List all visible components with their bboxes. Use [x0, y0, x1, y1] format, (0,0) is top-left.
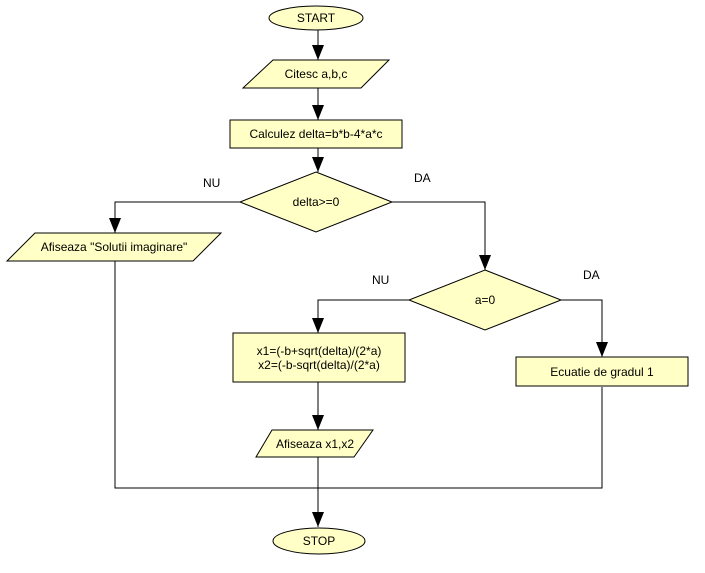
compute-roots-line1: x1=(-b+sqrt(delta)/(2*a)	[257, 344, 382, 358]
edge-a-no	[317, 299, 409, 333]
edge-imaginary-merge	[114, 261, 603, 489]
arrow-head	[596, 342, 608, 357]
edge-a-yes	[561, 299, 603, 357]
arrow-head	[109, 218, 121, 233]
arrow-head	[312, 45, 324, 60]
start-node: START	[268, 5, 364, 31]
start-text: START	[297, 11, 336, 25]
stop-text: STOP	[303, 534, 335, 548]
arrow-head	[312, 415, 324, 430]
decision-a-node: a=0	[407, 269, 563, 331]
arrow-head	[312, 318, 324, 333]
edge-delta-yes	[392, 201, 486, 270]
label-a-no: NU	[372, 273, 389, 287]
show-roots-text: Afiseaza x1,x2	[276, 437, 354, 451]
decision-delta-text: delta>=0	[293, 195, 340, 209]
show-imaginary-node: Afiseaza "Solutii imaginare"	[5, 232, 223, 262]
read-input-text: Citesc a,b,c	[285, 67, 348, 81]
connectors	[109, 30, 608, 527]
compute-delta-text: Calculez delta=b*b-4*a*c	[249, 127, 382, 141]
arrow-head	[312, 512, 324, 527]
arrow-head	[312, 157, 324, 172]
first-degree-node: Ecuatie de gradul 1	[515, 356, 689, 387]
compute-roots-node: x1=(-b+sqrt(delta)/(2*a) x2=(-b-sqrt(del…	[232, 332, 406, 383]
compute-roots-line2: x2=(-b-sqrt(delta)/(2*a)	[258, 358, 380, 372]
decision-a-text: a=0	[475, 293, 496, 307]
first-degree-text: Ecuatie de gradul 1	[550, 365, 654, 379]
stop-node: STOP	[272, 527, 366, 555]
arrow-head	[312, 105, 324, 120]
label-a-yes: DA	[583, 268, 600, 282]
show-imaginary-text: Afiseaza "Solutii imaginare"	[41, 240, 188, 254]
arrow-head	[479, 255, 491, 270]
read-input-node: Citesc a,b,c	[241, 59, 391, 89]
show-roots-node: Afiseaza x1,x2	[255, 429, 374, 458]
label-delta-no: NU	[203, 176, 220, 190]
compute-delta-node: Calculez delta=b*b-4*a*c	[229, 119, 403, 149]
edge-delta-no	[114, 201, 240, 233]
label-delta-yes: DA	[414, 171, 431, 185]
decision-delta-node: delta>=0	[238, 171, 394, 233]
